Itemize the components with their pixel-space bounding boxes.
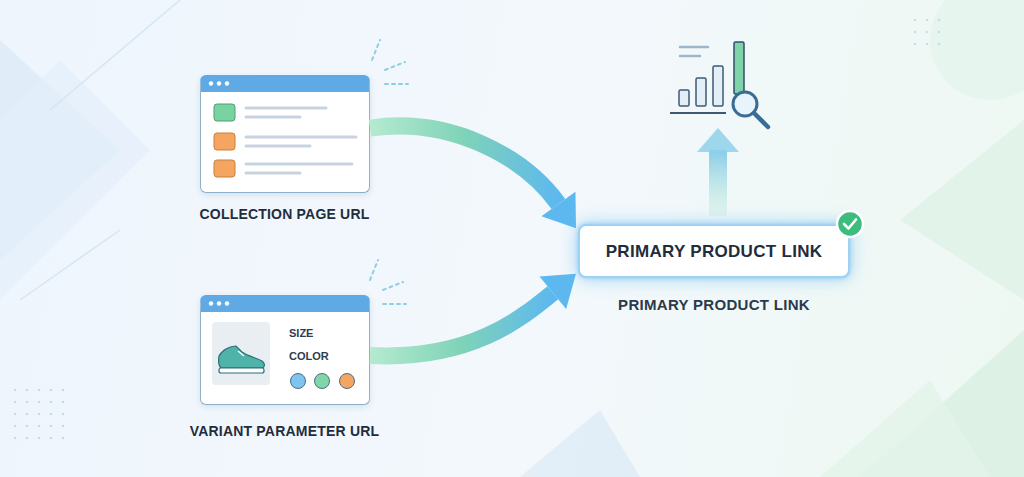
box-title: PRIMARY PRODUCT LINK [580, 242, 848, 262]
browser-window: COLLECTION PAGE URL [200, 75, 370, 193]
arrow-shaft [370, 126, 558, 204]
arrow-shaft [370, 293, 553, 356]
bg-line [50, 0, 180, 110]
collection-list [214, 104, 356, 177]
product-image [212, 322, 270, 385]
analytics-icon [670, 42, 768, 127]
bg-shape [520, 410, 640, 477]
color-swatches [291, 374, 355, 389]
window-heading: COLLECTION PAGE URL [156, 206, 413, 222]
up-arrow [697, 128, 739, 216]
sparkle-lines [370, 40, 408, 304]
option-label: SIZE [289, 327, 313, 339]
bg-line [20, 230, 120, 300]
window-dots [209, 81, 229, 305]
primary-link-box: PRIMARY PRODUCT LINKPRIMARY PRODUCT LINK [578, 224, 850, 278]
arrow-head [539, 274, 576, 309]
bg-shape [900, 120, 1024, 300]
dot-pattern [14, 19, 941, 440]
browser-window: SIZECOLORVARIANT PARAMETER URL [200, 295, 370, 405]
bg-shape [930, 0, 1024, 100]
arrow-head [541, 192, 576, 229]
check-badge [837, 211, 863, 237]
bg-shape [820, 380, 990, 477]
flow-arrow [370, 274, 576, 356]
bg-shape [0, 60, 150, 300]
window-heading: VARIANT PARAMETER URL [156, 423, 413, 439]
flow-arrow [370, 126, 576, 228]
option-label: COLOR [289, 350, 329, 362]
box-caption: PRIMARY PRODUCT LINK [560, 296, 868, 313]
